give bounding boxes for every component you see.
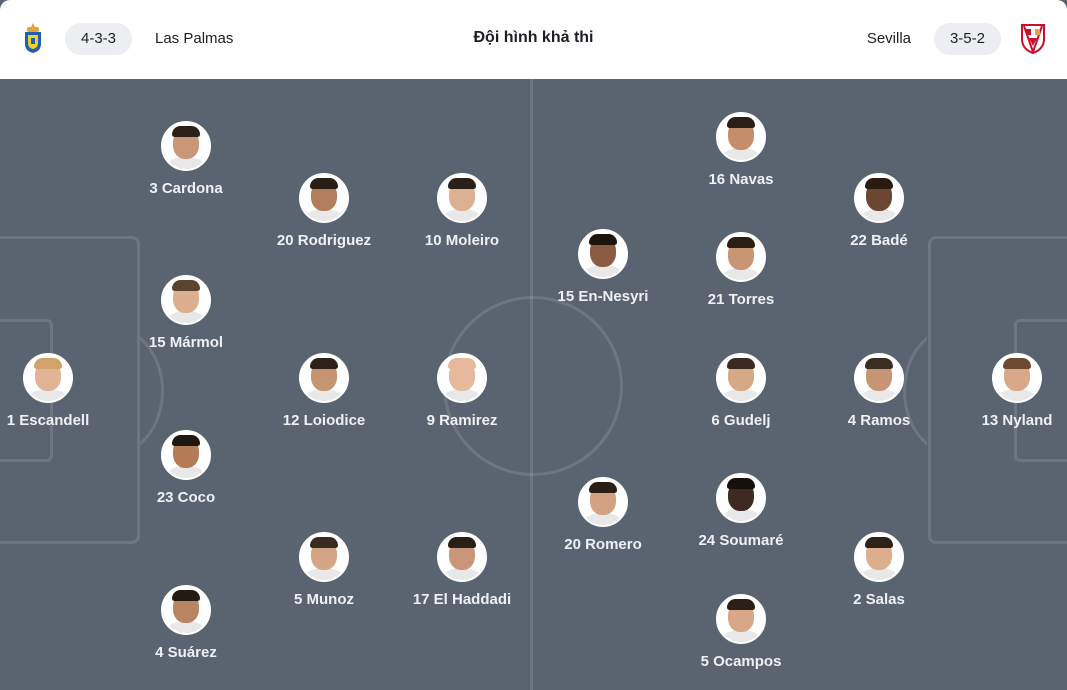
player-home-marmol[interactable]: 15 Mármol <box>111 275 261 351</box>
player-away-gudelj[interactable]: 6 Gudelj <box>666 353 816 429</box>
player-away-en-nesyri[interactable]: 15 En-Nesyri <box>528 229 678 305</box>
player-photo <box>437 353 487 403</box>
player-photo <box>161 275 211 325</box>
player-name: 6 Gudelj <box>711 412 771 429</box>
player-home-ramirez[interactable]: 9 Ramirez <box>387 353 537 429</box>
player-name: 21 Torres <box>707 291 775 308</box>
player-home-cardona[interactable]: 3 Cardona <box>111 121 261 197</box>
player-home-suarez[interactable]: 4 Suárez <box>111 585 261 661</box>
player-photo <box>161 585 211 635</box>
player-name: 22 Badé <box>850 232 908 249</box>
player-photo <box>854 173 904 223</box>
player-home-rodriguez[interactable]: 20 Rodriguez <box>249 173 399 249</box>
player-photo <box>716 473 766 523</box>
player-away-romero[interactable]: 20 Romero <box>528 477 678 553</box>
player-name: 10 Moleiro <box>424 232 500 249</box>
player-away-ocampos[interactable]: 5 Ocampos <box>666 594 816 670</box>
player-photo <box>578 477 628 527</box>
player-photo <box>716 112 766 162</box>
player-name: 1 Escandell <box>6 412 90 429</box>
player-name: 23 Coco <box>156 489 216 506</box>
player-home-coco[interactable]: 23 Coco <box>111 430 261 506</box>
player-name: 2 Salas <box>853 591 905 608</box>
player-photo <box>578 229 628 279</box>
player-name: 13 Nyland <box>981 412 1053 429</box>
player-home-moleiro[interactable]: 10 Moleiro <box>387 173 537 249</box>
player-photo <box>716 353 766 403</box>
lineup-header: 4-3-3 Las Palmas Đội hình khả thi Sevill… <box>0 0 1067 79</box>
player-photo <box>299 173 349 223</box>
player-name: 15 Mármol <box>148 334 224 351</box>
player-photo <box>854 532 904 582</box>
sevilla-crest-icon <box>1021 24 1045 54</box>
player-photo <box>161 121 211 171</box>
player-name: 16 Navas <box>708 171 774 188</box>
player-photo <box>854 353 904 403</box>
player-name: 20 Romero <box>564 536 642 553</box>
player-photo <box>437 173 487 223</box>
player-away-ramos[interactable]: 4 Ramos <box>804 353 954 429</box>
player-name: 4 Ramos <box>847 412 911 429</box>
player-photo <box>161 430 211 480</box>
away-formation-badge: 3-5-2 <box>933 23 1001 55</box>
player-name: 15 En-Nesyri <box>557 288 649 305</box>
player-name: 5 Ocampos <box>700 653 782 670</box>
player-name: 9 Ramirez <box>426 412 498 429</box>
player-home-el-haddadi[interactable]: 17 El Haddadi <box>387 532 537 608</box>
player-name: 5 Munoz <box>294 591 354 608</box>
player-photo <box>299 532 349 582</box>
las-palmas-crest-icon <box>25 23 41 53</box>
home-penalty-area <box>0 236 140 544</box>
player-name: 17 El Haddadi <box>412 591 512 608</box>
player-name: 12 Loiodice <box>282 412 366 429</box>
player-photo <box>992 353 1042 403</box>
player-away-salas[interactable]: 2 Salas <box>804 532 954 608</box>
player-home-munoz[interactable]: 5 Munoz <box>249 532 399 608</box>
player-photo <box>299 353 349 403</box>
player-away-nyland[interactable]: 13 Nyland <box>942 353 1067 429</box>
player-home-loiodice[interactable]: 12 Loiodice <box>249 353 399 429</box>
player-home-escandell[interactable]: 1 Escandell <box>0 353 123 429</box>
home-formation-badge: 4-3-3 <box>65 23 133 55</box>
football-pitch: 1 Escandell 3 Cardona 15 Mármol 23 Coco … <box>0 79 1067 690</box>
away-team-name[interactable]: Sevilla <box>866 30 911 47</box>
player-away-torres[interactable]: 21 Torres <box>666 232 816 308</box>
player-photo <box>716 594 766 644</box>
player-name: 3 Cardona <box>149 180 223 197</box>
player-photo <box>716 232 766 282</box>
page-title: Đội hình khả thi <box>473 29 594 46</box>
away-penalty-area <box>928 236 1067 544</box>
player-photo <box>437 532 487 582</box>
player-name: 20 Rodriguez <box>276 232 372 249</box>
player-name: 24 Soumaré <box>698 532 784 549</box>
home-team-name[interactable]: Las Palmas <box>155 30 234 47</box>
player-away-navas[interactable]: 16 Navas <box>666 112 816 188</box>
player-photo <box>23 353 73 403</box>
player-away-soumare[interactable]: 24 Soumaré <box>666 473 816 549</box>
player-away-bade[interactable]: 22 Badé <box>804 173 954 249</box>
player-name: 4 Suárez <box>155 644 217 661</box>
